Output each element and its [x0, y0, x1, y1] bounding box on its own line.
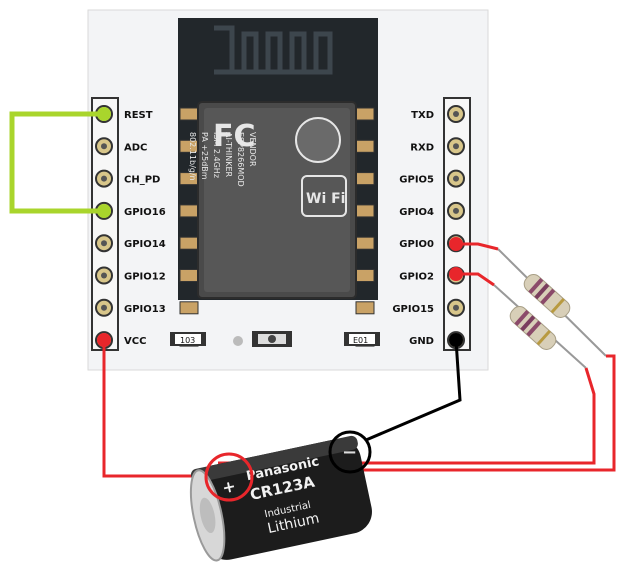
right-pin-hole — [453, 111, 459, 117]
module-maker: AI-THINKER — [224, 132, 233, 178]
smd-resistor-e01: E01 — [344, 332, 380, 346]
left-pin-label-rest: REST — [124, 110, 153, 121]
pin-highlight-gpio16 — [97, 204, 111, 218]
right-pin-label-txd: TXD — [411, 110, 434, 121]
right-pin-label-gpio5: GPIO5 — [399, 175, 434, 186]
cr123a-battery: Panasonic CR123A Industrial Lithium + — [189, 435, 372, 562]
pin-highlight-vcc — [97, 333, 111, 347]
mounting-hole — [233, 336, 243, 346]
left-pin-label-vcc: VCC — [124, 336, 146, 347]
right-pin-hole — [453, 143, 459, 150]
battery-minus-terminal-marker — [328, 430, 372, 474]
smd-led — [252, 331, 292, 347]
ai-thinker-logo — [295, 117, 341, 163]
battery-minus-sign: − — [342, 442, 357, 463]
jumper-wire-rest-gpio16 — [9, 111, 104, 214]
module-pad — [355, 236, 375, 250]
module-pa: PA +25dBm — [200, 132, 209, 180]
module-model: ESP8266MOD — [236, 132, 245, 187]
module-pad — [355, 172, 375, 186]
left-pin-hole — [101, 304, 107, 311]
right-pin-label-gpio15: GPIO15 — [392, 304, 434, 315]
wifi-logo: Wi Fi — [301, 175, 347, 217]
pin-highlight-gpio2 — [449, 267, 463, 281]
module-pad — [355, 301, 375, 315]
right-pin-label-gpio4: GPIO4 — [399, 207, 434, 218]
pin-highlight-gnd — [449, 333, 463, 347]
left-pin-label-gpio14: GPIO14 — [124, 239, 166, 250]
wire-gpio2-resistor — [456, 272, 495, 287]
antenna-trace — [214, 25, 333, 75]
left-pin-hole — [101, 272, 107, 279]
module-pad — [355, 204, 375, 218]
left-pin-label-adc: ADC — [124, 142, 147, 153]
module-pad — [355, 107, 375, 121]
left-pin-label-gpio13: GPIO13 — [124, 304, 166, 315]
left-pin-label-chpd: CH_PD — [124, 175, 160, 186]
wire-gnd-to-battery-minus — [365, 339, 462, 442]
fc-logo: FC — [213, 119, 256, 154]
svg-text:Wi Fi: Wi Fi — [306, 191, 345, 207]
right-pin-label-gnd: GND — [409, 336, 434, 347]
left-pin-label-gpio16: GPIO16 — [124, 207, 166, 218]
module-pad — [179, 204, 199, 218]
pullup-resistor-gpio0 — [497, 248, 607, 357]
left-pin-label-gpio12: GPIO12 — [124, 272, 166, 283]
module-pad — [355, 269, 375, 282]
svg-text:E01: E01 — [353, 336, 368, 345]
battery-plus-sign: + — [220, 476, 237, 497]
pin-highlight-rest — [97, 107, 111, 121]
module-pad — [179, 236, 199, 250]
right-pin-hole — [453, 304, 459, 311]
left-pin-hole — [101, 143, 107, 150]
module-pad — [179, 301, 199, 315]
module-standard: 802.11b/g/n — [188, 132, 197, 181]
module-pad — [355, 139, 375, 153]
wire-gpio0-resistor — [456, 242, 499, 251]
module-ism: ISM 2.4GHz — [212, 132, 221, 178]
module-pad — [179, 269, 199, 282]
module-pad — [179, 107, 199, 121]
right-pin-label-rxd: RXD — [410, 142, 434, 153]
svg-text:103: 103 — [180, 336, 195, 345]
wire-vcc-to-battery-plus — [102, 340, 218, 478]
left-pin-hole — [101, 175, 107, 182]
right-pin-label-gpio2: GPIO2 — [399, 272, 434, 283]
module-vendor: VENDOR — [248, 132, 257, 167]
battery-plus-terminal-marker — [204, 452, 254, 502]
module-pads-right — [355, 107, 375, 347]
pin-highlight-gpio0 — [449, 237, 463, 251]
wire-resistor2-to-battery-plus — [218, 367, 596, 465]
right-pin-hole — [453, 175, 459, 182]
pullup-resistor-gpio2 — [493, 284, 587, 369]
smd-resistor-103: 103 — [170, 332, 206, 346]
wire-resistor1-to-battery-plus — [218, 354, 616, 472]
right-pin-hole — [453, 207, 459, 214]
right-pin-label-gpio0: GPIO0 — [399, 239, 434, 250]
left-pin-hole — [101, 240, 107, 247]
